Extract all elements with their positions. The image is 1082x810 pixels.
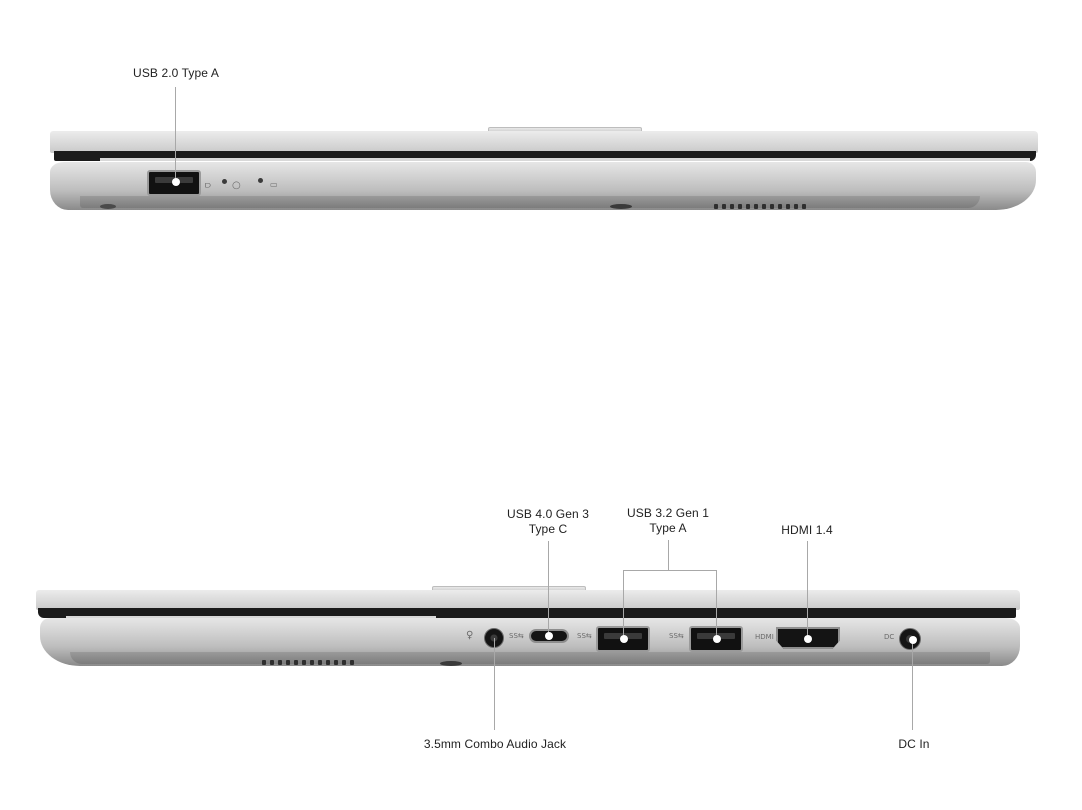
battery-led (258, 178, 263, 183)
laptop-lid (50, 131, 1038, 153)
laptop-lid (36, 590, 1020, 610)
callout-hdmi: HDMI 1.4 (781, 523, 833, 537)
callout-line-2: Type C (528, 522, 568, 536)
callout-dc-in: DC In (898, 737, 930, 751)
battery-icon: ▭ (270, 180, 278, 189)
leader-line-usb-a-stem (668, 540, 669, 570)
base-underside (80, 196, 980, 208)
callout-usb-4-type-c: USB 4.0 Gen 3 Type C (496, 507, 600, 537)
leader-line-usb-a-1 (623, 570, 624, 638)
base-underside (70, 652, 990, 664)
callout-usb-32-type-a: USB 3.2 Gen 1 Type A (616, 506, 720, 536)
callout-usb-2-type-a: USB 2.0 Type A (133, 66, 219, 80)
callout-audio-jack: 3.5mm Combo Audio Jack (423, 737, 567, 751)
lightbulb-icon: ○ (232, 180, 241, 191)
headset-icon: ♀ (466, 630, 474, 641)
screen-bezel (38, 608, 1016, 618)
callout-line-2: Type A (649, 521, 687, 535)
rubber-foot (440, 661, 462, 666)
screen-bezel (54, 151, 1036, 161)
leader-line-dc-in (912, 640, 913, 730)
leader-line-usb-2 (175, 87, 176, 182)
leader-line-hdmi (807, 541, 808, 638)
callout-pin-usb-2 (172, 178, 180, 186)
leader-line-usb-a-bracket (623, 570, 716, 571)
callout-pin-usb-a-1 (620, 635, 628, 643)
power-led (222, 179, 227, 184)
callout-pin-hdmi (804, 635, 812, 643)
hdmi-icon: HDMI (755, 633, 774, 641)
callout-line-1: USB 3.2 Gen 1 (626, 506, 709, 520)
rubber-foot-left (100, 204, 116, 209)
lid-hinge-cover (432, 586, 586, 591)
dc-icon: DC (884, 633, 895, 641)
ss-usb-c-icon: SS⇆ (509, 632, 524, 640)
rubber-foot (610, 204, 632, 209)
ss-usb-a-icon: SS⇆ (577, 632, 592, 640)
lid-rubber-strip (66, 616, 436, 619)
callout-pin-usb-a-2 (713, 635, 721, 643)
leader-line-usb-a-2 (716, 570, 717, 638)
callout-pin-dc-in (909, 636, 917, 644)
lid-hinge-cover (488, 127, 642, 132)
callout-line-1: USB 4.0 Gen 3 (506, 507, 589, 521)
usb-icon: ⫐ (205, 180, 211, 191)
lid-rubber-strip (100, 158, 1030, 161)
leader-line-audio (494, 638, 495, 730)
leader-line-usb-c (548, 541, 549, 635)
speaker-vent (262, 660, 354, 665)
speaker-vent (714, 204, 806, 209)
ss-usb-a-icon: SS⇆ (669, 632, 684, 640)
callout-pin-usb-c (545, 632, 553, 640)
